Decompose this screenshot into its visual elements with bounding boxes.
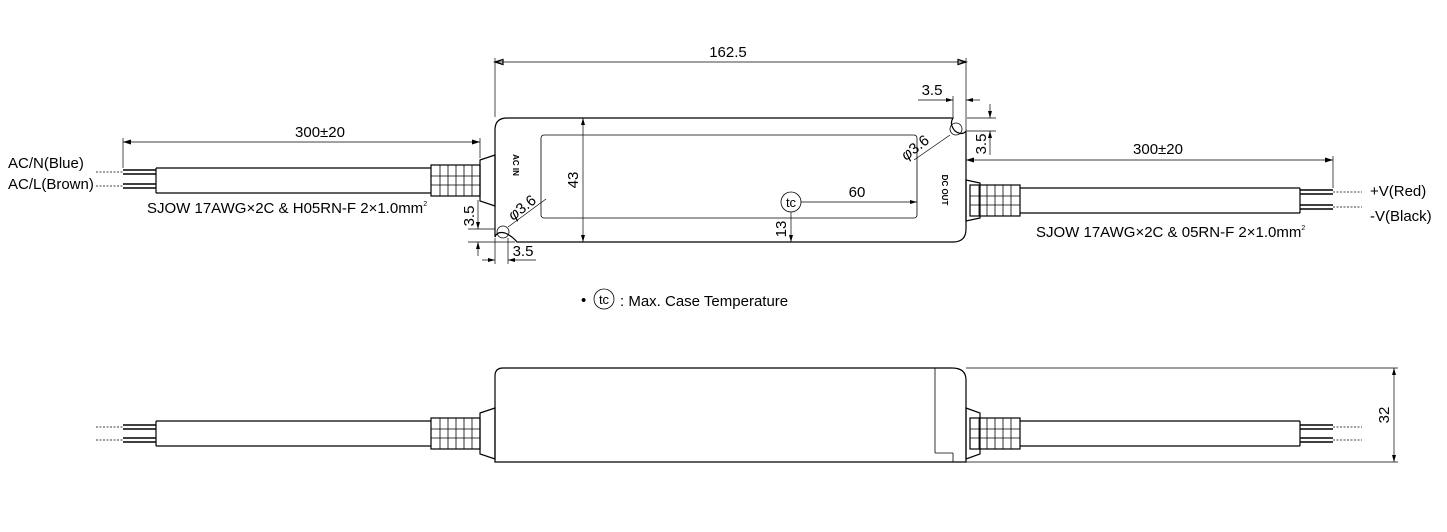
- legend-text: : Max. Case Temperature: [620, 293, 788, 310]
- tc-offset-y-label: 13: [773, 221, 790, 238]
- legend-tc-symbol: [593, 288, 615, 310]
- corner-offset-side-label: 3.5: [973, 134, 990, 155]
- output-wire-1-label: +V(Red): [1370, 183, 1426, 200]
- side-view: 32: [96, 367, 1398, 463]
- tc-marker-label: tc: [786, 195, 797, 210]
- legend: • tc : Max. Case Temperature: [581, 288, 788, 310]
- output-wire-2-label: -V(Black): [1370, 208, 1432, 225]
- mounting-hole-top-right: [949, 122, 963, 136]
- height-label: 32: [1376, 407, 1393, 424]
- corner-offset-left-v-label: 3.5: [461, 206, 478, 227]
- input-cable: [96, 154, 496, 207]
- top-view: 162.5 3.5 3.5 φ3.6 43 tc 60 13: [8, 44, 1432, 264]
- input-wire-2-label: AC/L(Brown): [8, 176, 94, 193]
- label-recess: [540, 134, 918, 219]
- output-cable: [965, 179, 1362, 222]
- input-wire-1-label: AC/N(Blue): [8, 155, 84, 172]
- legend-tc-label: tc: [599, 292, 610, 307]
- width-label: 43: [565, 172, 582, 189]
- corner-offset-left-h-label: 3.5: [513, 243, 534, 260]
- output-cable-spec: SJOW 17AWG×2C & 05RN-F 2×1.0mm2: [1036, 224, 1305, 241]
- hole-bottom-left-label: φ3.6: [505, 192, 540, 224]
- input-lead-length-label: 300±20: [295, 124, 345, 141]
- overall-length-label: 162.5: [709, 44, 747, 61]
- side-view-housing: [494, 367, 967, 463]
- input-cable-spec: SJOW 17AWG×2C & H05RN-F 2×1.0mm2: [147, 200, 427, 217]
- dc-out-marking: DC OUT: [940, 175, 949, 206]
- output-lead-length-label: 300±20: [1133, 141, 1183, 158]
- mounting-hole-bottom-left: [496, 225, 510, 239]
- ac-in-marking: AC IN: [511, 154, 520, 176]
- tc-offset-x-label: 60: [849, 184, 866, 201]
- corner-offset-top-label: 3.5: [922, 82, 943, 99]
- legend-bullet: •: [581, 292, 586, 309]
